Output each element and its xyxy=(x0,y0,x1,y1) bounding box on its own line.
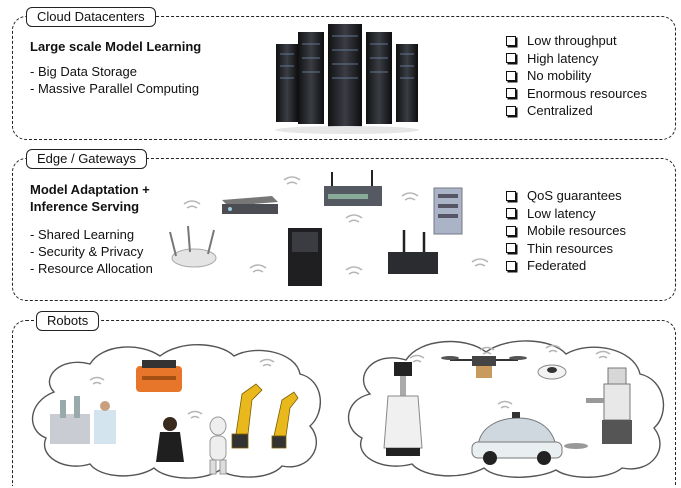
cloud-property: Low throughput xyxy=(506,32,647,50)
service-robot-icon xyxy=(564,367,632,449)
edge-property: Thin resources xyxy=(506,240,626,258)
edge-server-tower-icon xyxy=(288,228,322,286)
cloud-property: Enormous resources xyxy=(506,85,647,103)
robots-right-cloud xyxy=(340,334,672,480)
wireless-router-icon xyxy=(388,230,438,274)
cloud-properties: Low throughput High latency No mobility … xyxy=(506,32,647,120)
robots-left-cloud xyxy=(20,338,330,480)
cloud-datacenters-tag: Cloud Datacenters xyxy=(26,7,156,27)
cloud-shape xyxy=(347,340,665,478)
robots-tag: Robots xyxy=(36,311,100,331)
edge-gateways-panel xyxy=(12,158,676,301)
edge-item: - Resource Allocation xyxy=(30,261,153,276)
checkbox-icon xyxy=(506,260,516,271)
self-driving-car-icon xyxy=(471,412,563,465)
datacenter-servers-illustration xyxy=(272,22,422,136)
edge-gateways-tag: Edge / Gateways xyxy=(26,149,147,169)
cloud-items: - Big Data Storage - Massive Parallel Co… xyxy=(30,63,199,97)
robots-panel xyxy=(12,320,676,486)
gateway-box-icon xyxy=(222,196,278,214)
access-point-icon xyxy=(169,225,217,268)
cloud-datacenters-panel xyxy=(12,16,676,140)
checkbox-icon xyxy=(506,225,516,236)
edge-devices-illustration xyxy=(166,166,496,292)
industrial-arm-robot-icon xyxy=(231,383,299,449)
checkbox-icon xyxy=(506,53,516,64)
wifi-icon xyxy=(409,344,611,409)
cloud-heading: Large scale Model Learning xyxy=(30,39,202,54)
orange-mobile-robot-icon xyxy=(136,360,182,392)
checkbox-icon xyxy=(506,35,516,46)
edge-item: - Security & Privacy xyxy=(30,244,144,259)
industrial-gateway-icon xyxy=(433,187,463,235)
delivery-drone-icon xyxy=(441,356,527,378)
cloud-item: - Massive Parallel Computing xyxy=(30,81,200,96)
telepresence-robot-icon xyxy=(383,362,423,456)
edge-items: - Shared Learning - Security & Privacy -… xyxy=(30,226,153,277)
cloud-property: High latency xyxy=(506,50,647,68)
checkbox-icon xyxy=(506,70,516,81)
cloud-item: - Big Data Storage xyxy=(30,64,137,79)
edge-property: Low latency xyxy=(506,205,626,223)
edge-property: Mobile resources xyxy=(506,222,626,240)
wifi-icon xyxy=(183,176,489,275)
surgical-robot-icon xyxy=(50,396,116,444)
cloud-property: No mobility xyxy=(506,67,647,85)
edge-heading: Model Adaptation + Inference Serving xyxy=(30,182,150,214)
humanoid-robot-icon xyxy=(156,416,227,475)
checkbox-icon xyxy=(506,208,516,219)
edge-property: QoS guarantees xyxy=(506,187,626,205)
checkbox-icon xyxy=(506,105,516,116)
edge-properties: QoS guarantees Low latency Mobile resour… xyxy=(506,187,626,275)
checkbox-icon xyxy=(506,243,516,254)
server-rack-icon xyxy=(275,24,419,134)
edge-property: Federated xyxy=(506,257,626,275)
edge-item: - Shared Learning xyxy=(30,227,135,242)
network-switch-icon xyxy=(324,170,382,206)
checkbox-icon xyxy=(506,190,516,201)
home-assistant-robot-icon xyxy=(537,364,567,380)
cloud-property: Centralized xyxy=(506,102,647,120)
checkbox-icon xyxy=(506,88,516,99)
